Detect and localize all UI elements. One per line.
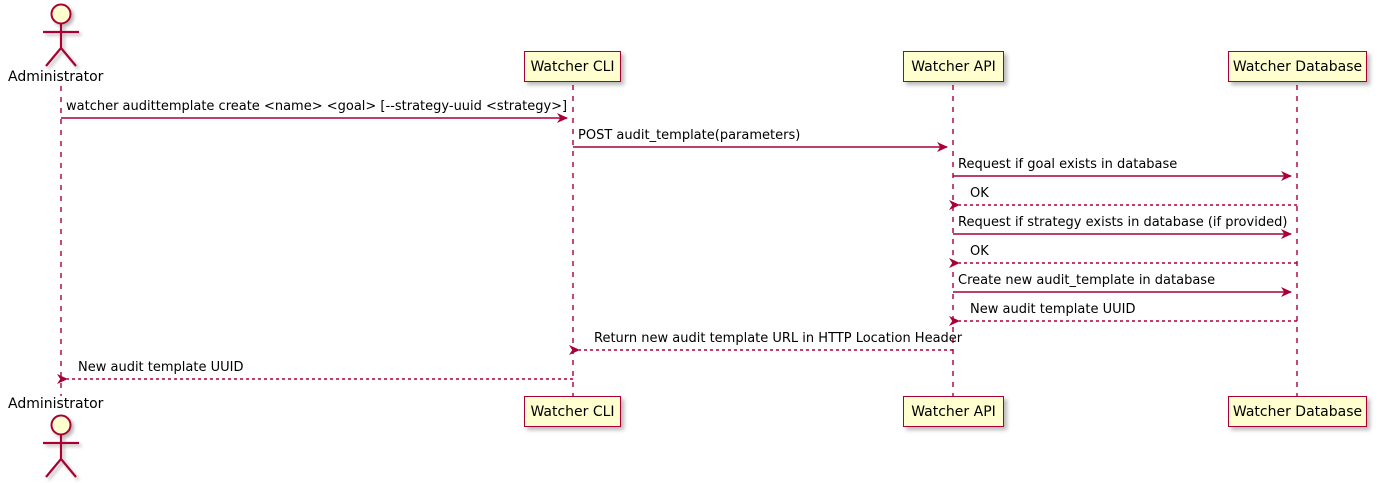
participant-box-watcher-cli-bottom[interactable]: Watcher CLI — [524, 396, 621, 427]
participant-box-watcher-api-bottom[interactable]: Watcher API — [903, 396, 1004, 427]
message-arrows — [57, 113, 1297, 384]
participant-label-watcher-database: Watcher Database — [1232, 58, 1363, 75]
message-label-4: OK — [970, 186, 989, 201]
message-label-2: POST audit_template(parameters) — [578, 128, 801, 143]
participant-box-watcher-cli-top[interactable]: Watcher CLI — [524, 51, 621, 82]
message-label-1: watcher audittemplate create <name> <goa… — [66, 99, 568, 114]
message-label-5: Request if strategy exists in database (… — [958, 215, 1288, 230]
message-label-7: Create new audit_template in database — [958, 273, 1216, 288]
participant-label-watcher-api: Watcher API — [911, 403, 996, 420]
lifelines — [60, 85, 1298, 396]
participant-label-watcher-cli: Watcher CLI — [530, 403, 615, 420]
participant-box-watcher-database-bottom[interactable]: Watcher Database — [1228, 396, 1367, 427]
actor-administrator-top — [43, 3, 79, 67]
message-label-8: New audit template UUID — [970, 302, 1136, 317]
message-label-6: OK — [970, 244, 989, 259]
actor-administrator-bottom — [43, 414, 79, 478]
participant-label-watcher-api: Watcher API — [911, 58, 996, 75]
participant-label-watcher-database: Watcher Database — [1232, 403, 1363, 420]
participant-box-watcher-database-top[interactable]: Watcher Database — [1228, 51, 1367, 82]
actor-label-administrator-top: Administrator — [8, 69, 104, 85]
message-label-9: Return new audit template URL in HTTP Lo… — [594, 331, 963, 346]
actor-label-administrator-bottom: Administrator — [8, 396, 104, 412]
message-label-10: New audit template UUID — [78, 360, 244, 375]
message-label-3: Request if goal exists in database — [958, 157, 1178, 172]
participant-box-watcher-api-top[interactable]: Watcher API — [903, 51, 1004, 82]
participant-label-watcher-cli: Watcher CLI — [530, 58, 615, 75]
